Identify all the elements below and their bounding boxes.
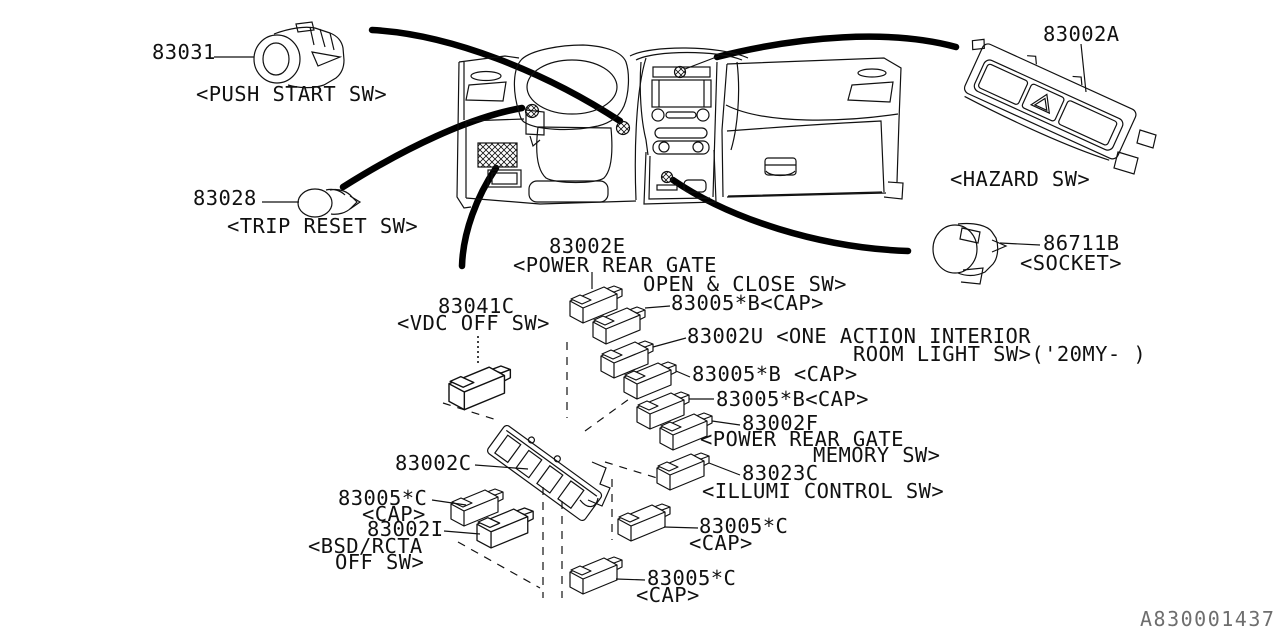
hazard-switch-drawing (963, 38, 1157, 175)
cap-c2-block (617, 503, 671, 542)
socket-drawing (932, 222, 1008, 285)
switch-panel-drawing (487, 424, 611, 522)
part-name-bsd-line1: <BSD/RCTA (308, 534, 423, 558)
part-name-rear-gate-line2: OPEN & CLOSE SW> (643, 272, 847, 296)
part-name-socket: <SOCKET> (1020, 251, 1122, 275)
part-number-83005C-cap-3: 83005*C (647, 566, 737, 590)
trip-reset-switch-drawing (297, 188, 362, 218)
part-number-83023C: 83023C (742, 461, 819, 485)
part-name-memory-line2: MEMORY SW> (813, 443, 941, 467)
drawing-code: A830001437 (1140, 607, 1276, 631)
part-name-trip-reset: <TRIP RESET SW> (227, 214, 419, 238)
part-name-illumi: <ILLUMI CONTROL SW> (702, 479, 945, 503)
part-number-83002C: 83002C (395, 451, 472, 475)
part-number-83031: 83031 (152, 40, 216, 64)
part-name-room-light-line2: ROOM LIGHT SW>('20MY- ) (853, 342, 1147, 366)
vdc-switch-block (448, 365, 512, 411)
assembly-dashed-lines (442, 336, 658, 598)
part-number-83002E: 83002E (549, 234, 626, 258)
part-number-83002I: 83002I (367, 517, 444, 541)
part-number-83002F: 83002F (742, 411, 819, 435)
part-number-83005B-cap-1: 83005*B<CAP> (671, 291, 824, 315)
part-number-86711B: 86711B (1043, 231, 1120, 255)
pointer-arcs (339, 26, 960, 270)
part-number-83028: 83028 (193, 186, 257, 210)
part-name-bsd-line2: OFF SW> (335, 550, 425, 574)
part-name-rear-gate-line1: <POWER REAR GATE (513, 253, 717, 277)
part-name-cap-2: <CAP> (689, 531, 753, 555)
part-name-memory-line1: <POWER REAR GATE (700, 427, 904, 451)
part-number-83005B-cap-3: 83005*B<CAP> (716, 387, 869, 411)
part-number-83041C: 83041C (438, 294, 515, 318)
cap-c3-block (569, 556, 623, 595)
dashboard-illustration (456, 44, 904, 209)
part-number-83002U-line1: 83002U <ONE ACTION INTERIOR (687, 324, 1032, 348)
push-start-switch-drawing (253, 21, 345, 89)
part-name-cap-1: <CAP> (362, 502, 426, 526)
part-number-83005C-cap-2: 83005*C (699, 514, 789, 538)
leader-lines (214, 43, 1087, 581)
part-name-vdc: <VDC OFF SW> (397, 311, 550, 335)
part-number-83005B-cap-2: 83005*B <CAP> (692, 362, 858, 386)
part-name-hazard: <HAZARD SW> (950, 167, 1091, 191)
part-name-cap-3: <CAP> (636, 583, 700, 607)
part-number-83002A: 83002A (1043, 22, 1120, 46)
part-name-push-start: <PUSH START SW> (196, 82, 388, 106)
part-number-83005C-cap-1: 83005*C (338, 486, 428, 510)
